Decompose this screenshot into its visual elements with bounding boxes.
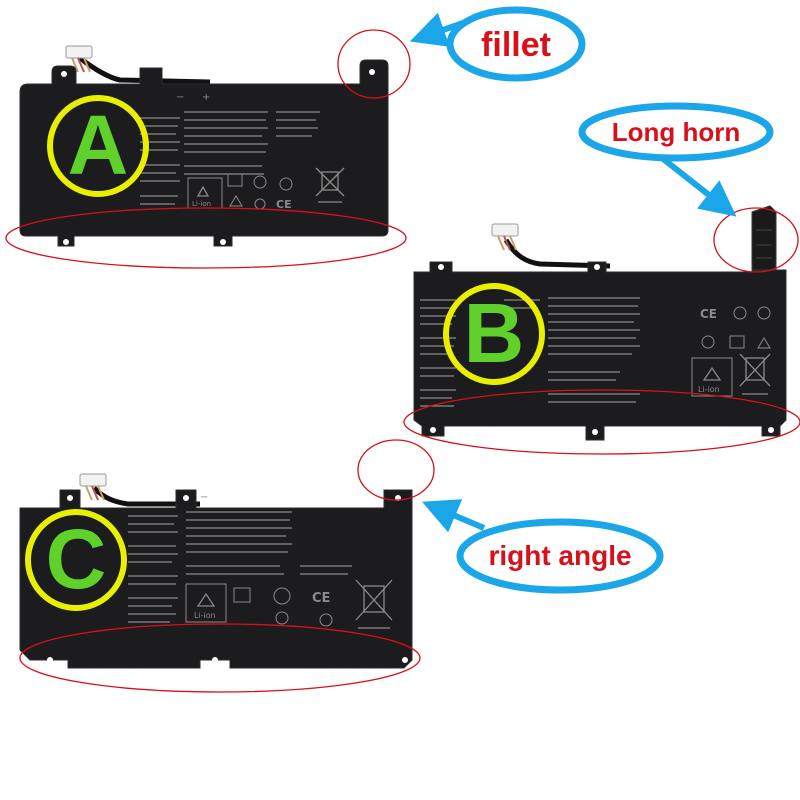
battery-b-ce-mark-icon: CE	[700, 307, 717, 321]
battery-b-crossed-bin-icon	[739, 353, 771, 395]
battery-a: − + Li-ion CE A	[19, 45, 389, 247]
battery-a-ce-mark-icon: CE	[276, 198, 292, 211]
battery-a-cert-circle-icon	[253, 175, 267, 189]
battery-c-ce-mark-icon: CE	[312, 591, 330, 606]
battery-b-bottom-highlight	[403, 389, 800, 455]
battery-a-body	[19, 59, 389, 247]
battery-b-long-horn	[751, 205, 777, 271]
battery-a-li-ion-label: Li-ion	[192, 200, 211, 208]
callout-fillet-text: fillet	[481, 26, 551, 64]
battery-b-cert-circle2-icon	[701, 335, 715, 349]
battery-a-plus-sign: +	[202, 92, 210, 103]
battery-a-connector	[65, 45, 211, 85]
battery-c-cert-circle-icon	[273, 587, 291, 605]
battery-a-fillet-highlight	[337, 29, 411, 99]
battery-b-cert-circle-icon	[733, 306, 747, 320]
battery-c-bottom-highlight	[19, 623, 421, 693]
battery-b: CE Li-ion B	[413, 205, 787, 441]
battery-b-connector	[491, 223, 611, 269]
battery-c-connector	[79, 473, 200, 507]
battery-a-crossed-bin-icon	[315, 167, 345, 203]
battery-c-recycle-icon: Li-ion	[185, 583, 227, 623]
battery-a-warning-icon	[229, 195, 243, 207]
battery-c-letter: C	[46, 512, 107, 606]
callout-long-horn: Long horn	[578, 102, 774, 217]
battery-c-badge: C	[25, 509, 127, 611]
battery-a-bottom-highlight	[5, 207, 407, 269]
battery-b-horn-highlight	[713, 207, 799, 273]
battery-c-china-rohs-icon	[233, 587, 251, 603]
callout-fillet: fillet	[409, 6, 586, 82]
battery-b-recycle-icon: Li-ion	[691, 357, 733, 397]
battery-b-china-rohs-icon	[729, 335, 745, 349]
callout-right-angle: right angle	[422, 499, 664, 594]
battery-b-no-fire-icon	[757, 306, 771, 320]
battery-c: − Li-ion CE C	[19, 473, 413, 669]
battery-c-label-print	[128, 511, 352, 623]
battery-a-label-print	[140, 111, 320, 205]
callout-long-horn-text: Long horn	[612, 117, 741, 147]
battery-b-warning-icon	[757, 337, 771, 349]
highlight-ellipses	[5, 29, 800, 693]
battery-c-li-ion-label: Li-ion	[194, 611, 216, 620]
battery-a-badge: A	[47, 95, 149, 197]
battery-a-letter: A	[68, 98, 129, 192]
battery-b-li-ion-label: Li-ion	[698, 385, 720, 394]
battery-a-minus-sign: −	[176, 92, 184, 103]
battery-c-cert-circle2-icon	[319, 613, 333, 627]
battery-c-no-fire-icon	[275, 611, 289, 625]
battery-c-corner-highlight	[357, 439, 435, 501]
battery-a-china-rohs-icon	[227, 173, 243, 187]
battery-b-label-print	[420, 297, 640, 407]
battery-a-cert-circle2-icon	[279, 177, 293, 191]
battery-b-letter: B	[464, 286, 525, 380]
callout-right-angle-text: right angle	[488, 540, 631, 571]
battery-c-crossed-bin-icon	[355, 579, 393, 629]
battery-c-minus-sign: −	[200, 492, 208, 503]
battery-b-badge: B	[443, 283, 545, 385]
